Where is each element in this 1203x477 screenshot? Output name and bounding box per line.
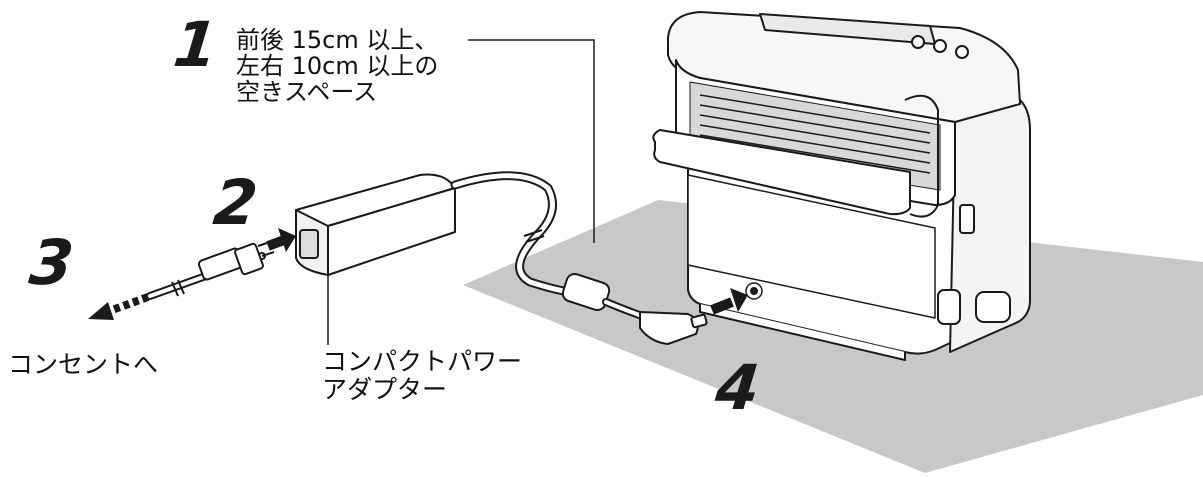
printer-connect-arrow bbox=[710, 288, 748, 315]
adapter-label-line-2: アダプター bbox=[322, 375, 448, 404]
outlet-label: コンセントへ bbox=[8, 350, 159, 379]
printer-device-icon bbox=[652, 11, 1031, 361]
grille-slots bbox=[699, 94, 931, 174]
adapter-label-line-1: コンパクトパワー bbox=[322, 347, 523, 376]
adapter-connect-arrow bbox=[266, 228, 296, 252]
space-requirement-line-1: 前後 15cm 以上、 bbox=[236, 26, 439, 54]
step-number-4: 4 bbox=[712, 351, 764, 424]
adapter-label: コンパクトパワー アダプター bbox=[322, 348, 522, 404]
step-number-2: 2 bbox=[210, 166, 262, 239]
power-adapter-icon bbox=[295, 173, 456, 276]
space-leader-line bbox=[468, 39, 595, 243]
dc-plug-icon bbox=[639, 310, 708, 346]
step-number-1: 1 bbox=[170, 8, 222, 81]
ac-plug-icon bbox=[197, 241, 275, 281]
space-requirement-line-3: 空きスペース bbox=[236, 78, 378, 106]
space-requirement-line-2: 左右 10cm 以上の bbox=[236, 52, 439, 80]
outlet-direction-arrow bbox=[88, 293, 150, 320]
step-number-3: 3 bbox=[26, 226, 78, 299]
space-requirement-label: 前後 15cm 以上、 左右 10cm 以上の 空きスペース bbox=[236, 27, 438, 105]
